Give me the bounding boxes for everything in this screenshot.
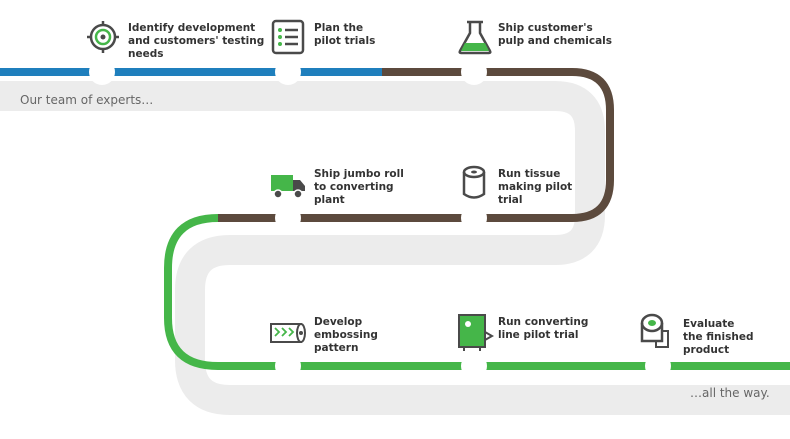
flask-icon (458, 20, 492, 55)
step-1-label: Identify development and customers' test… (128, 22, 265, 60)
tissue-roll-icon (462, 165, 486, 199)
step-7-label: Run converting line pilot trial (498, 316, 589, 341)
embossing-roll-icon (270, 323, 306, 343)
step-3-label: Ship customer's pulp and chemicals (498, 22, 613, 47)
target-icon (87, 21, 119, 53)
step-6-dot (275, 353, 301, 379)
step-6-label: Develop embossing pattern (314, 316, 378, 354)
step-8-dot (645, 353, 671, 379)
step-1-dot (89, 59, 115, 85)
step-3-dot (461, 59, 487, 85)
step-4-dot (461, 205, 487, 231)
start-caption: Our team of experts… (20, 93, 154, 107)
step-7-dot (461, 353, 487, 379)
toilet-paper-icon (640, 313, 669, 348)
step-5-dot (275, 205, 301, 231)
track-green-segment (164, 214, 790, 370)
step-2-label: Plan the pilot trials (314, 22, 376, 47)
end-caption: …all the way. (690, 386, 770, 400)
step-8-label: Evaluate the finished product (683, 318, 754, 356)
converting-machine-icon (458, 314, 494, 351)
step-5-label: Ship jumbo roll to converting plant (314, 168, 404, 206)
track-shadow (0, 81, 790, 415)
step-2-dot (275, 59, 301, 85)
checklist-icon (271, 19, 305, 55)
step-4-label: Run tissue making pilot trial (498, 168, 573, 206)
track-brown-segment (218, 68, 614, 222)
truck-icon (271, 175, 305, 199)
